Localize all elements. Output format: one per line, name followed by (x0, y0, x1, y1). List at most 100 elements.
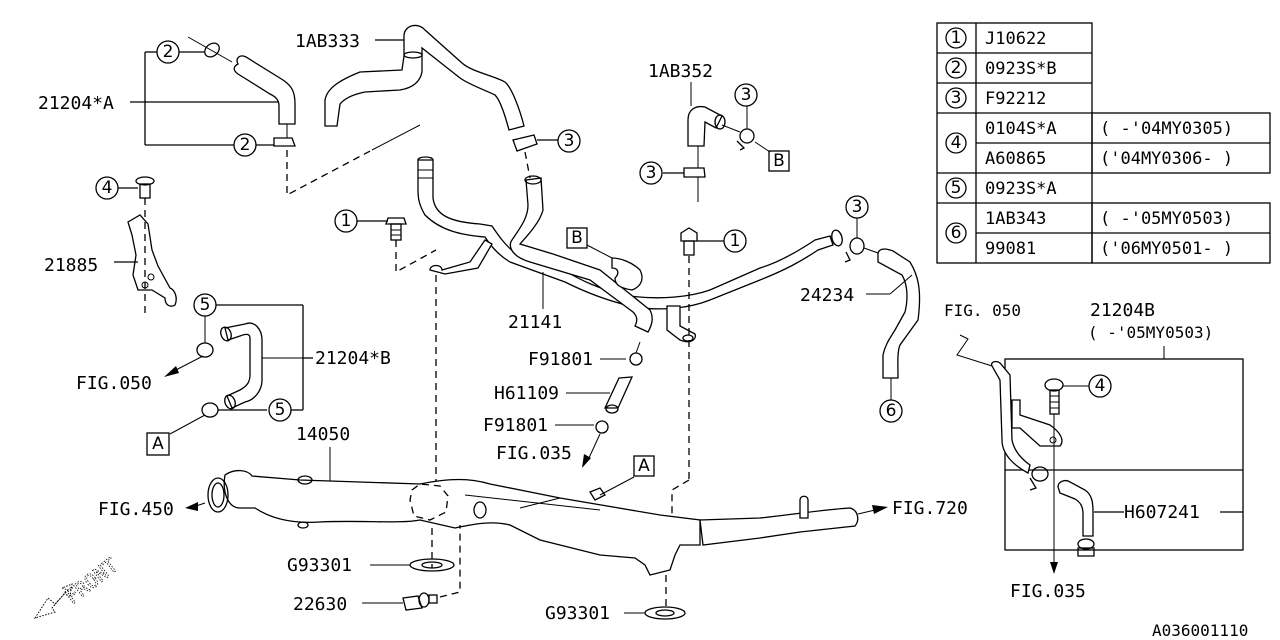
fig-ref-035-right[interactable]: FIG.035 (1010, 581, 1086, 602)
part-label-F91801-top: F91801 (528, 349, 593, 370)
hose-H61109[interactable] (603, 376, 634, 414)
callout-3 (845, 195, 869, 219)
table-row: 3 F92212 (945, 87, 1046, 109)
part-label-H61109: H61109 (494, 383, 559, 404)
hose-1AB333[interactable] (324, 24, 525, 131)
clamp-icon (629, 341, 643, 366)
bracket-21885[interactable] (127, 214, 177, 307)
fig-ref-035-mid[interactable]: FIG.035 (496, 443, 572, 464)
fig-ref-450[interactable]: FIG.450 (98, 499, 174, 520)
part-number: 1AB343 (985, 209, 1046, 229)
ref-box-A (146, 432, 170, 456)
hose-24234[interactable] (877, 248, 921, 379)
part-note: ('04MY0306- ) (1100, 149, 1233, 169)
sensor-icon (402, 592, 438, 611)
diagram-code: A036001110 (1152, 621, 1248, 640)
arrow-icon (185, 502, 198, 511)
legend-table: 1 J10622 2 0923S*B 3 F92212 4 0104S*A ( … (936, 22, 1271, 264)
bolt-icon (680, 227, 698, 256)
ref-box-B (768, 150, 790, 172)
part-label-24234: 24234 (800, 285, 854, 306)
part-label-G93301-left: G93301 (287, 555, 352, 576)
callout-1 (723, 229, 747, 253)
clamp-icon (595, 420, 609, 434)
callout-3 (557, 129, 581, 153)
clamp-icon (196, 342, 219, 418)
callout-6 (879, 399, 903, 423)
part-label-1AB333: 1AB333 (295, 31, 360, 52)
part-number: A60865 (985, 149, 1046, 169)
ref-box-text: A (638, 456, 650, 476)
ref-box-text: B (571, 228, 583, 248)
part-note: ( -'05MY0503) (1100, 209, 1233, 229)
table-row: 4 0104S*A ( -'04MY0305) A60865 ('04MY030… (945, 119, 1233, 169)
arrow-icon (164, 366, 179, 377)
clamp-icon (1029, 466, 1049, 491)
part-label-21885: 21885 (44, 255, 98, 276)
table-row: 1 J10622 (945, 27, 1046, 49)
pipe-21141[interactable] (417, 156, 834, 343)
front-label: FRONT (60, 553, 122, 609)
part-note: ( -'04MY0305) (1100, 119, 1233, 139)
callout-text: 5 (275, 400, 286, 420)
pipe-14050[interactable] (207, 469, 859, 576)
hose-21204B[interactable] (219, 322, 263, 410)
ref-number: 3 (951, 88, 962, 108)
part-note: ('06MY0501- ) (1100, 239, 1233, 259)
callout-text: 1 (341, 211, 352, 231)
callout-text: 1 (730, 231, 741, 251)
clamp-icon (683, 167, 706, 178)
ref-box-A (633, 455, 655, 477)
part-label-22630: 22630 (293, 594, 347, 615)
bolt-icon (1044, 378, 1064, 415)
part-label-14050: 14050 (296, 424, 350, 445)
callout-text: 3 (646, 163, 657, 183)
ref-number: 4 (951, 133, 962, 153)
part-number: 0923S*B (985, 59, 1057, 79)
hose-21204B-kit[interactable] (990, 360, 1063, 474)
ref-number: 2 (951, 58, 962, 78)
callout-3 (734, 83, 758, 107)
clamp-icon (844, 237, 865, 263)
ref-box-text: A (152, 434, 164, 454)
part-label-G93301-bottom: G93301 (545, 603, 610, 624)
callout-4 (1088, 374, 1112, 398)
callout-3 (639, 161, 663, 185)
part-label-21204B: 21204B (1090, 300, 1155, 321)
part-label-1AB352: 1AB352 (648, 61, 713, 82)
fig-ref-050-left[interactable]: FIG.050 (76, 373, 152, 394)
hose-21204A[interactable] (233, 55, 296, 138)
arrow-icon (582, 454, 591, 468)
bolt-icon (385, 217, 407, 241)
part-number: F92212 (985, 89, 1046, 109)
callout-text: 3 (564, 131, 575, 151)
clamp-icon (187, 36, 296, 147)
callout-text: 3 (741, 85, 752, 105)
ref-box-text: B (773, 151, 785, 171)
table-row: 5 0923S*A (945, 177, 1057, 199)
part-label-21204A: 21204*A (38, 93, 114, 114)
hose-1AB352[interactable] (687, 105, 726, 147)
arrow-icon (1050, 562, 1058, 574)
fig-ref-050-right[interactable]: FIG. 050 (944, 301, 1021, 320)
fig-ref-720[interactable]: FIG.720 (892, 498, 968, 519)
gasket-icon (409, 558, 455, 572)
part-label-F91801-bottom: F91801 (483, 415, 548, 436)
ref-box-B (566, 227, 588, 249)
ref-number: 5 (951, 178, 962, 198)
arrow-icon (872, 505, 888, 514)
callout-text: 3 (852, 197, 863, 217)
gasket-icon (644, 606, 686, 620)
hose-H607241[interactable] (1057, 480, 1094, 537)
callout-text: 5 (200, 295, 211, 315)
clamp-icon (512, 134, 538, 152)
part-number: 0104S*A (985, 119, 1057, 139)
ref-number: 1 (951, 28, 962, 48)
callout-text: 2 (163, 42, 174, 62)
part-number: 0923S*A (985, 179, 1057, 199)
callout-text: 6 (886, 401, 897, 421)
part-label-21204B-star: 21204*B (315, 348, 391, 369)
kit-frame (1004, 358, 1244, 551)
table-row: 2 0923S*B (945, 57, 1057, 79)
